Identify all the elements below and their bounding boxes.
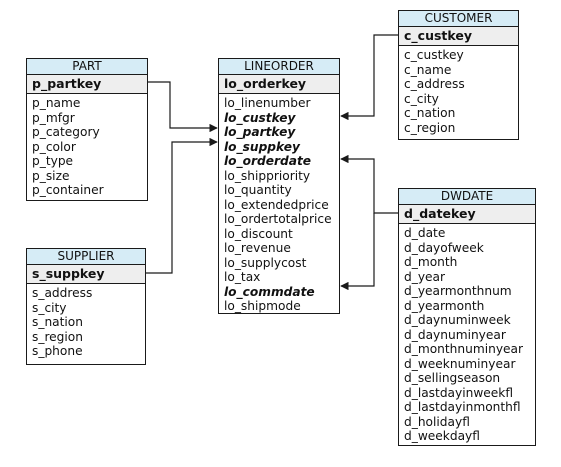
- attribute: c_custkey: [404, 48, 464, 62]
- attribute: d_date: [404, 226, 446, 240]
- attribute: c_region: [404, 120, 456, 135]
- attribute: lo_tax: [224, 270, 261, 284]
- attribute: d_yearmonthnum: [404, 284, 512, 298]
- foreign-key-attribute: lo_orderdate: [224, 154, 312, 168]
- attribute: d_lastdayinweekfl: [404, 385, 514, 400]
- attribute: s_nation: [32, 315, 83, 329]
- foreign-key-attribute: lo_partkey: [224, 125, 296, 139]
- primary-key: d_datekey: [399, 205, 535, 224]
- attribute: d_holidayfl: [404, 414, 470, 429]
- attribute: s_city: [32, 300, 67, 315]
- attribute: p_container: [32, 183, 104, 197]
- connector-dwdate-lineorder-orderdate: [340, 154, 398, 214]
- attribute: d_yearmonth: [404, 298, 485, 313]
- attribute: s_address: [32, 286, 93, 300]
- attribute: p_type: [32, 154, 74, 168]
- attribute: c_nation: [404, 106, 456, 120]
- attribute: lo_ordertotalprice: [224, 212, 332, 226]
- attribute: c_address: [404, 77, 465, 91]
- attribute: lo_shippriority: [224, 168, 311, 183]
- attribute: d_daynuminyear: [404, 327, 506, 342]
- attribute: d_weekdayfl: [404, 429, 480, 443]
- attribute: s_region: [32, 329, 83, 344]
- primary-key: lo_orderkey: [219, 75, 339, 94]
- foreign-key-attribute: lo_custkey: [224, 110, 296, 125]
- attribute: p_name: [32, 96, 81, 110]
- attribute: d_year: [404, 269, 446, 284]
- attribute: p_mfgr: [32, 110, 75, 125]
- attribute: c_name: [404, 62, 452, 77]
- primary-key: p_partkey: [27, 75, 147, 94]
- connector-customer-lineorder: [340, 34, 398, 121]
- attribute: lo_linenumber: [224, 96, 311, 110]
- attribute: lo_quantity: [224, 183, 292, 197]
- attribute: lo_extendedprice: [224, 197, 329, 212]
- attribute: lo_revenue: [224, 241, 291, 255]
- attribute: c_city: [404, 91, 439, 106]
- entity-title: SUPPLIER: [27, 249, 145, 265]
- attribute: p_category: [32, 125, 100, 139]
- attribute: d_lastdayinmonthfl: [404, 400, 521, 414]
- attribute: lo_shipmode: [224, 299, 301, 313]
- connector-part-lineorder: [148, 81, 218, 133]
- attribute: p_size: [32, 168, 70, 183]
- connector-supplier-lineorder: [146, 137, 218, 274]
- entity-title: LINEORDER: [219, 59, 339, 75]
- attribute: lo_supplycost: [224, 255, 307, 270]
- attribute: p_color: [32, 139, 76, 154]
- foreign-key-attribute: lo_commdate: [224, 284, 315, 299]
- primary-key: c_custkey: [399, 27, 518, 46]
- foreign-key-attribute: lo_suppkey: [224, 139, 300, 154]
- attribute: d_monthnuminyear: [404, 342, 524, 356]
- attribute: d_dayofweek: [404, 240, 484, 255]
- connector-dwdate-lineorder-commdate: [340, 213, 375, 291]
- entity-title: PART: [27, 59, 147, 75]
- entity-title: DWDATE: [399, 189, 535, 205]
- attribute: s_phone: [32, 344, 83, 358]
- attribute: d_month: [404, 255, 458, 269]
- attribute: lo_discount: [224, 226, 293, 241]
- attribute: d_weeknuminyear: [404, 356, 516, 371]
- primary-key: s_suppkey: [27, 265, 145, 284]
- attribute: d_daynuminweek: [404, 313, 511, 327]
- attribute: d_sellingseason: [404, 371, 501, 385]
- entity-title: CUSTOMER: [399, 11, 518, 27]
